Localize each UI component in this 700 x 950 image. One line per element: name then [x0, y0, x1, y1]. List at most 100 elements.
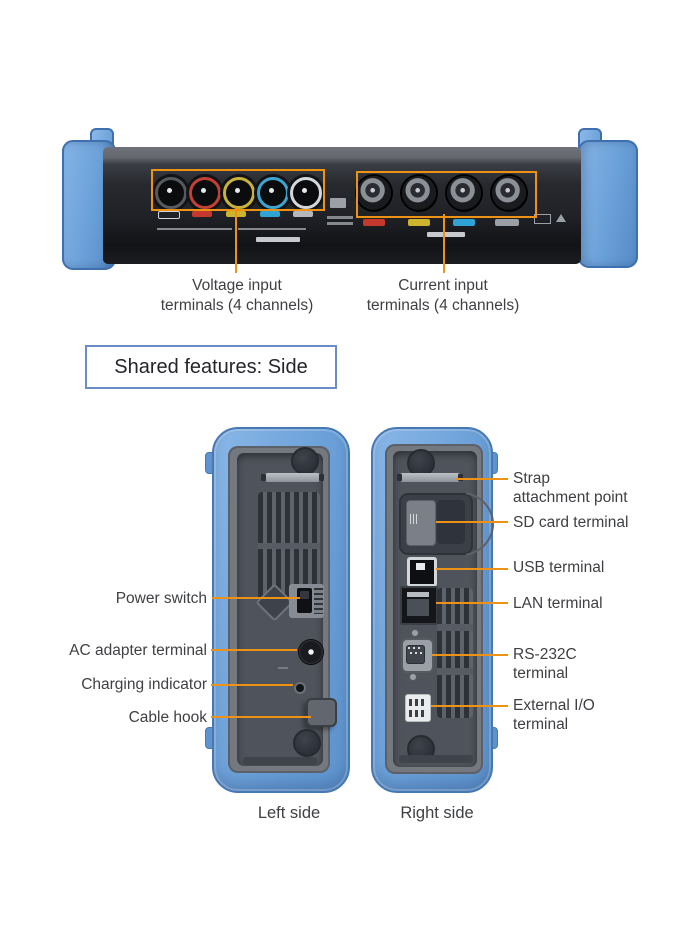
section-heading-text: Shared features: Side	[114, 355, 308, 378]
current-terminal-2	[402, 176, 436, 210]
right-bumper	[578, 140, 638, 268]
strap-attachment-bar	[399, 473, 461, 482]
leader-line-ac-adapter	[211, 649, 297, 651]
cable-hook-part	[306, 698, 337, 727]
caption-text: Left side	[257, 804, 321, 822]
leader-line-rs232c	[432, 654, 508, 656]
device-marking	[157, 228, 232, 230]
strap-hole	[397, 474, 402, 481]
voltage-terminal-1	[155, 177, 187, 209]
current-callout-line2: terminals (4 channels)	[366, 297, 520, 315]
leader-line-external-io	[431, 705, 508, 707]
ac-adapter-jack	[298, 639, 324, 665]
label-text: USB terminal	[513, 559, 605, 576]
label-external-io-terminal: External I/O terminal	[513, 697, 663, 735]
rs232-pin-row	[410, 652, 424, 654]
label-strap-attachment-point: Strap attachment point	[513, 470, 663, 508]
leader-line-cable-hook	[211, 716, 311, 718]
switch-ridges	[314, 588, 323, 614]
voltage-badge-2	[192, 211, 212, 217]
strap-hole	[458, 474, 463, 481]
label-text: Charging indicator	[81, 676, 207, 693]
label-ac-adapter-terminal: AC adapter terminal	[40, 642, 207, 661]
leader-line-power-switch	[212, 597, 300, 599]
left-strap-bar	[264, 473, 321, 482]
label-text: terminal	[513, 715, 569, 733]
right-bottom-shadow	[399, 755, 473, 763]
label-rs232c-terminal: RS-232C terminal	[513, 646, 663, 684]
left-bottom-shadow	[243, 757, 317, 765]
rs232-pin-row	[408, 647, 422, 649]
label-text: RS-232C	[513, 646, 577, 663]
rs232-screw-top	[411, 629, 419, 637]
lan-terminal-port	[400, 586, 438, 625]
voltage-badge-4	[260, 211, 280, 217]
right-top-screw	[407, 449, 435, 477]
rs232-screw-bottom	[409, 673, 417, 681]
label-charging-indicator: Charging indicator	[40, 676, 207, 695]
current-callout-line1: Current input	[398, 277, 488, 294]
label-cable-hook: Cable hook	[40, 709, 207, 728]
label-text: SD card terminal	[513, 514, 629, 531]
current-input-callout: Current input terminals (4 channels)	[343, 276, 543, 317]
leader-line-lan	[436, 602, 508, 604]
sd-card	[406, 500, 436, 546]
external-io-connector	[405, 694, 431, 722]
voltage-terminal-5	[290, 177, 322, 209]
voltage-terminal-3	[223, 177, 255, 209]
voltage-terminals-highlight-box	[151, 169, 325, 211]
caption-right-side: Right side	[367, 804, 507, 823]
label-text: External I/O	[513, 697, 595, 714]
label-power-switch: Power switch	[40, 590, 207, 609]
voltage-input-callout: Voltage input terminals (4 channels)	[137, 276, 337, 317]
vent-divider	[258, 543, 320, 549]
rs232c-connector	[401, 638, 434, 673]
label-text: LAN terminal	[513, 595, 603, 612]
current-badge-2	[408, 219, 430, 226]
leader-line-strap	[456, 478, 508, 480]
label-usb-terminal: USB terminal	[513, 559, 663, 578]
left-top-screw	[291, 447, 319, 475]
voltage-callout-line1: Voltage input	[192, 277, 282, 294]
leader-line-sd-card	[436, 521, 508, 523]
device-marking	[327, 222, 353, 225]
section-heading: Shared features: Side	[85, 345, 337, 389]
device-marking	[278, 667, 288, 669]
strap-hole	[261, 474, 266, 481]
label-text: terminal	[513, 664, 569, 682]
caption-left-side: Left side	[219, 804, 359, 823]
current-terminal-3	[447, 176, 481, 210]
device-marking	[330, 198, 346, 208]
leader-line-charging-indicator	[211, 684, 293, 686]
label-text: Cable hook	[128, 709, 207, 726]
current-terminal-4	[492, 176, 526, 210]
label-sd-card-terminal: SD card terminal	[513, 514, 663, 533]
current-badge-gnd	[495, 219, 519, 226]
label-text: attachment point	[513, 488, 628, 506]
label-text: AC adapter terminal	[69, 642, 207, 659]
charging-indicator-led	[294, 682, 306, 694]
current-badge-3	[453, 219, 475, 226]
usb-terminal-port	[407, 557, 437, 587]
current-terminals-highlight-box	[356, 171, 537, 218]
current-badge-1	[363, 219, 385, 226]
device-marking	[256, 237, 300, 242]
label-lan-terminal: LAN terminal	[513, 595, 663, 614]
voltage-terminal-4	[257, 177, 289, 209]
caption-text: Right side	[400, 804, 474, 822]
leader-line-usb	[436, 568, 508, 570]
ground-symbol	[534, 214, 551, 224]
label-text: Strap	[513, 470, 551, 487]
label-text: Power switch	[115, 590, 207, 607]
left-bottom-screw	[293, 729, 321, 757]
leader-line-voltage	[235, 207, 237, 273]
device-marking	[327, 216, 353, 219]
vent-divider	[437, 668, 473, 675]
voltage-callout-line2: terminals (4 channels)	[160, 297, 314, 315]
voltage-badge-1	[158, 211, 180, 219]
voltage-badge-5	[293, 211, 313, 217]
device-marking	[238, 228, 306, 230]
vent-divider	[437, 624, 473, 631]
device-marking	[427, 232, 465, 237]
